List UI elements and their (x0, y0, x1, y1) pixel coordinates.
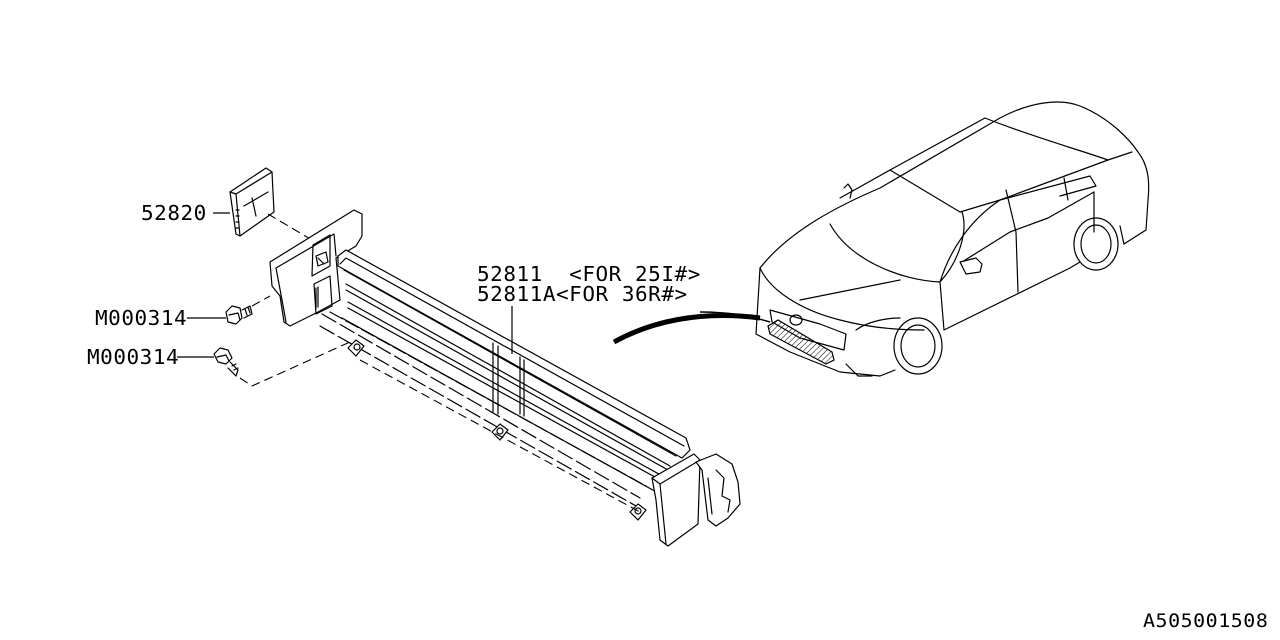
callout-m000314-upper[interactable]: M000314 (95, 306, 188, 330)
bolt-upper-drawing (187, 295, 271, 325)
callout-52811a[interactable]: 52811A<FOR 36R#> (477, 282, 688, 306)
highlighted-part-location (767, 319, 835, 365)
vehicle-locator-drawing (755, 101, 1150, 377)
callout-52820[interactable]: 52820 (141, 201, 207, 225)
locator-arrow (612, 313, 761, 345)
grille-panel-52811-drawing (269, 209, 741, 547)
callout-52811[interactable]: 52811 <FOR 25I#> (477, 262, 701, 286)
bolt-lower-drawing (177, 341, 351, 387)
illustration-id: A505001508 (1143, 610, 1269, 632)
callout-m000314-lower[interactable]: M000314 (87, 345, 180, 369)
pad-52820-drawing (213, 167, 313, 241)
